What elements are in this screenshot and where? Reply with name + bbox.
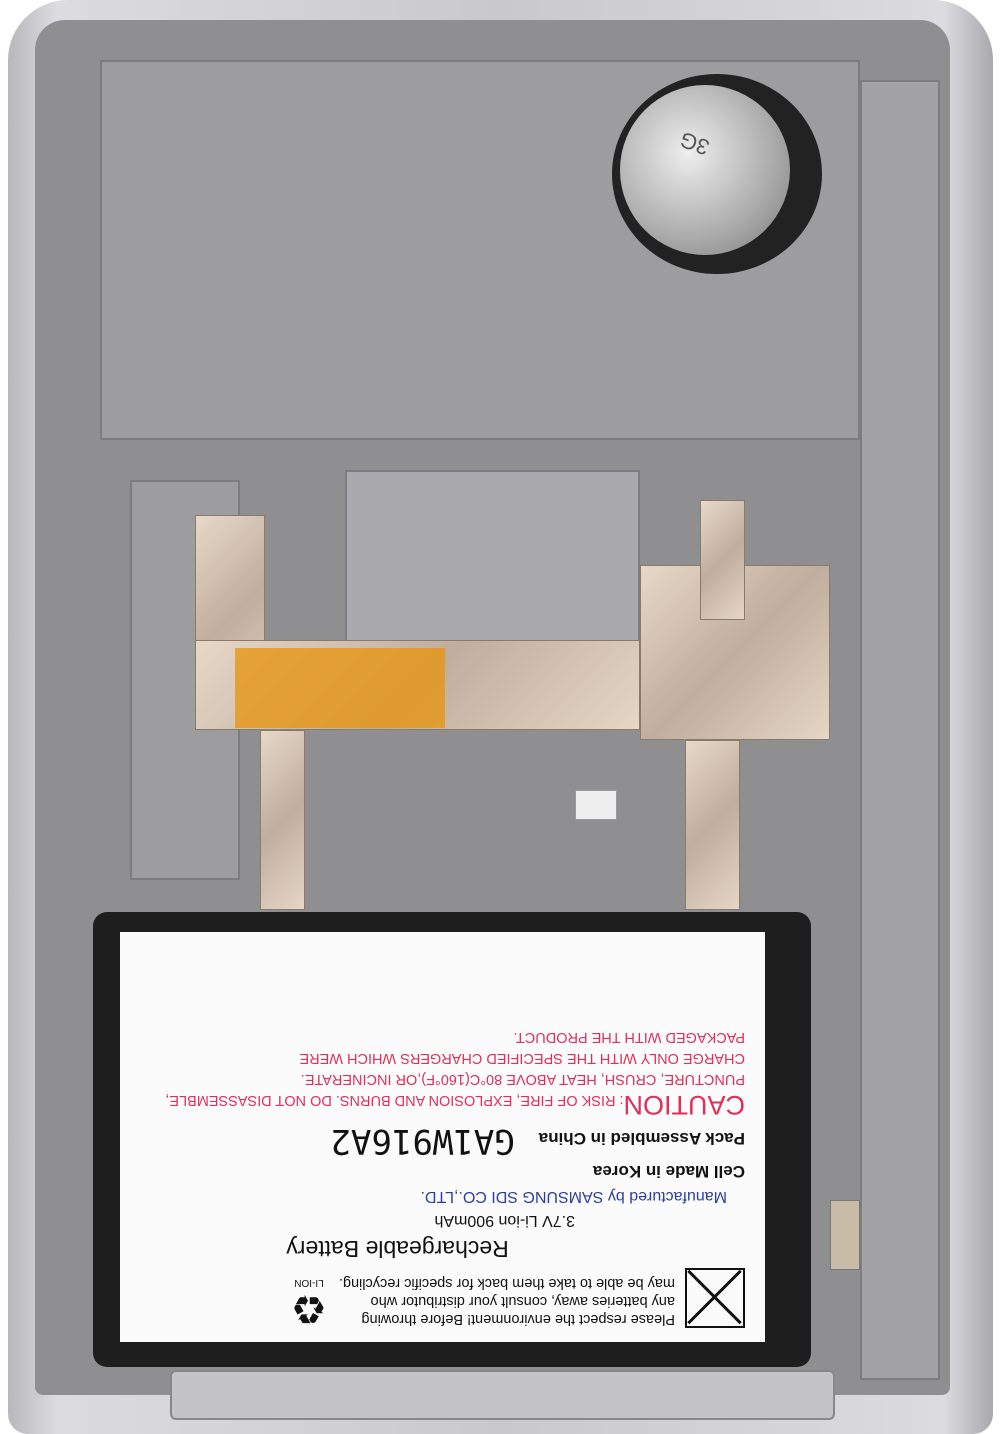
crossed-bin-icon — [685, 1268, 745, 1328]
contact-leg-left — [260, 730, 305, 910]
center-recess — [345, 470, 640, 670]
caution-line: PACKAGED WITH THE PRODUCT. — [513, 1029, 745, 1045]
recycle-icon: ♻LI-ION — [291, 1277, 327, 1330]
battery-connector — [575, 790, 617, 820]
caution-line: PUNCTURE, CRUSH, HEAT ABOVE 80°C(160°F),… — [300, 1071, 745, 1087]
battery-rating: 3.7V Li-ion 900mAh — [434, 1212, 575, 1229]
cell-origin: Cell Made in Korea — [592, 1162, 745, 1181]
caution-line: CHARGE ONLY WITH THE SPECIFIED CHARGERS … — [299, 1050, 745, 1066]
pack-origin: Pack Assembled in China — [538, 1129, 745, 1148]
coin-cell — [620, 85, 790, 255]
battery-clip — [830, 1200, 860, 1270]
recycling-notice-line: Please respect the environment! Before t… — [361, 1311, 675, 1327]
caution-line: : RISK OF FIRE, EXPLOSION AND BURNS. DO … — [165, 1092, 624, 1108]
battery-label: Please respect the environment! Before t… — [120, 932, 765, 1342]
recycling-notice-line: any batteries away, consult your distrib… — [370, 1293, 675, 1309]
bottom-bracket — [170, 1370, 835, 1420]
spring-contact — [700, 500, 745, 620]
caution-heading: CAUTION — [623, 1090, 746, 1120]
kapton-tape — [235, 648, 445, 728]
model-code: GA1W916A2 — [330, 1121, 515, 1161]
right-rail — [860, 80, 940, 1380]
manufacturer: Manufactured by SAMSUNG SDI CO.,LTD. — [420, 1188, 727, 1205]
battery-title: Rechargeable Battery — [286, 1236, 509, 1262]
recycle-symbol-text: LI-ION — [294, 1277, 324, 1288]
contact-leg-right — [685, 740, 740, 910]
recycling-notice-line: may be able to take them back for specif… — [338, 1275, 675, 1291]
